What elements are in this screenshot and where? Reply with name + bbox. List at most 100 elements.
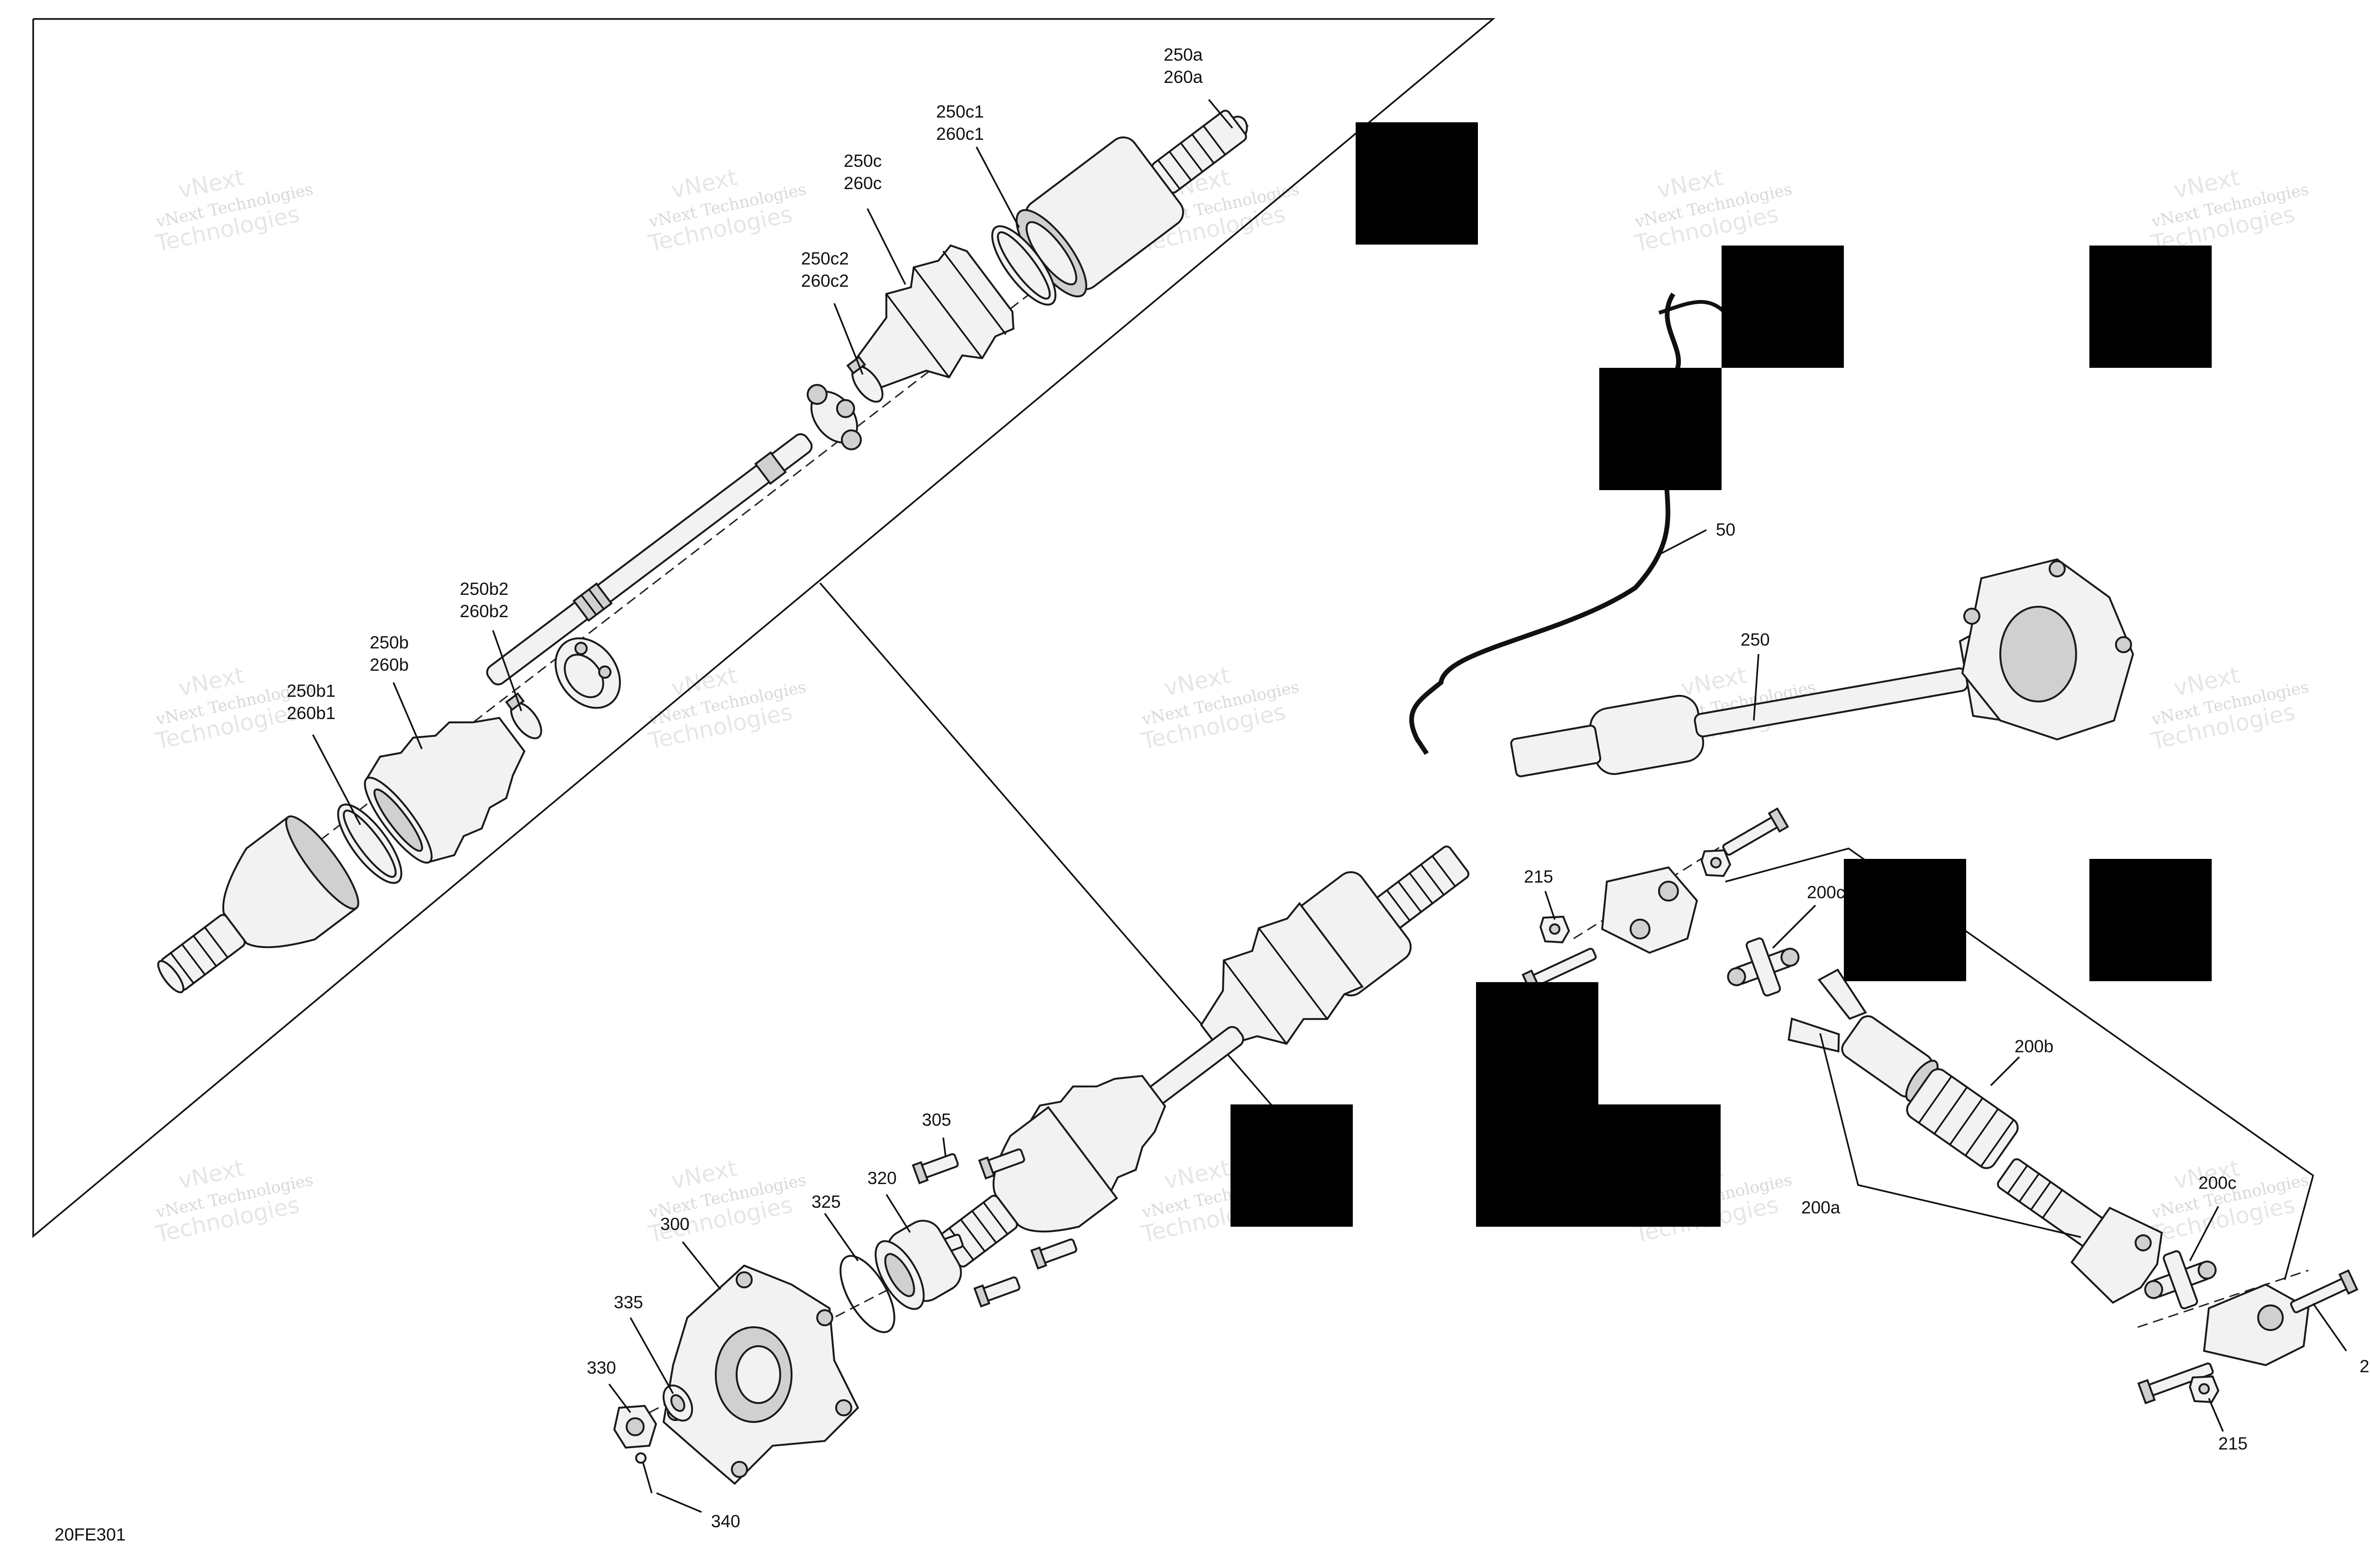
callout-200c: 200c: [2198, 1173, 2236, 1193]
redaction-block: [2089, 859, 2212, 981]
leader-line: [656, 1492, 702, 1513]
cable-loop: [1658, 300, 1727, 315]
callout-300: 300: [660, 1214, 690, 1234]
callout-335: 335: [614, 1293, 643, 1312]
leader-line: [1544, 891, 1556, 920]
flange-yoke: [1601, 866, 1698, 954]
yoke-bolt: [1722, 807, 1789, 856]
splined-shaft: [1996, 1158, 2108, 1250]
leader-line: [2208, 1398, 2224, 1432]
watermark: vNext vNext Technologies Technologies: [1139, 662, 1301, 755]
redaction-block: [1356, 122, 1478, 245]
group-bracket-line: [1819, 1033, 2081, 1238]
redaction-block: [1599, 368, 1722, 490]
leader-line: [833, 303, 864, 375]
propeller-shaft-boot: [1906, 1068, 2019, 1169]
callout-250a: 250a: [1164, 45, 1203, 64]
callout-260a: 260a: [1164, 67, 1203, 87]
callout-50: 50: [1716, 520, 1735, 539]
callout-260c1: 260c1: [936, 124, 984, 144]
leader-line: [1659, 529, 1707, 556]
cable-path: [1409, 292, 1681, 755]
inner-cv-boot: [1200, 902, 1364, 1049]
callout-250c: 250c: [844, 151, 882, 171]
redaction-block: [1722, 246, 1844, 368]
group-bracket-line: [1725, 848, 2315, 1280]
callout-250b2: 250b2: [460, 579, 509, 599]
callout-250b1: 250b1: [287, 681, 336, 701]
callout-215: 215: [2218, 1434, 2248, 1453]
leader-line: [2312, 1303, 2347, 1352]
cotter-pin: [635, 1452, 653, 1494]
callout-260b2: 260b2: [460, 602, 509, 621]
retaining-ring: [839, 1255, 895, 1333]
callout-250b: 250b: [370, 633, 409, 652]
complete-drive-shaft: [1510, 558, 2134, 777]
assembled-hub: [1961, 558, 2134, 741]
lock-nut: [1700, 849, 1732, 877]
callout-labels: 250a 260a 250c1 260c1 250c 260c 250c2 26…: [287, 45, 2370, 1531]
leader-line: [885, 1194, 911, 1233]
callout-320: 320: [867, 1168, 897, 1188]
leader-line: [492, 630, 522, 711]
callout-260b: 260b: [370, 655, 409, 675]
axle-shaft: [486, 433, 813, 685]
lock-nut: [2188, 1375, 2220, 1404]
yoke-bolt: [2137, 1362, 2214, 1404]
leader-line: [1772, 904, 1816, 949]
callout-250c2: 250c2: [801, 249, 849, 268]
yoke-bolt: [2290, 1269, 2359, 1313]
redaction-block: [2089, 246, 2212, 368]
yoke-axis: [2137, 1269, 2309, 1328]
watermark: vNext vNext Technologies Technologies: [153, 662, 315, 755]
callout-250: 250: [1741, 630, 1770, 649]
shaft-yoke: [2070, 1206, 2163, 1304]
large-boot-clamp: [991, 225, 1057, 306]
callout-215: 215: [1524, 867, 1553, 886]
watermark: vNext vNext Technologies Technologies: [646, 662, 808, 755]
leader-line: [608, 1383, 631, 1413]
wheel-stud: [973, 1276, 1021, 1308]
watermark: vNext vNext Technologies Technologies: [646, 1155, 808, 1248]
leader-line: [1990, 1056, 2020, 1086]
callout-200a: 200a: [1801, 1198, 1841, 1217]
wheel-stud: [912, 1153, 959, 1185]
leader-line: [866, 208, 906, 285]
watermark: vNext vNext Technologies Technologies: [2149, 1155, 2311, 1248]
lock-nut: [1539, 915, 1570, 944]
inset-leader-line: [819, 582, 1276, 1110]
universal-joint-cross: [2144, 1250, 2217, 1310]
leader-line: [824, 1212, 859, 1262]
castle-nut: [613, 1404, 657, 1449]
watermark: vNext vNext Technologies Technologies: [2149, 164, 2311, 257]
small-outer-clamp: [505, 692, 542, 739]
watermark: vNext vNext Technologies Technologies: [153, 164, 315, 257]
redaction-block: [1231, 1104, 1353, 1227]
leader-line: [682, 1241, 721, 1290]
callout-200c: 200c: [1807, 883, 1845, 902]
leader-line: [312, 734, 361, 825]
callout-330: 330: [587, 1358, 616, 1377]
redaction-block: [1844, 859, 1966, 981]
leader-line: [392, 682, 423, 749]
leader-line: [975, 146, 1020, 228]
leader-line: [942, 1137, 947, 1157]
wheel-hub: [662, 1264, 859, 1485]
callout-260c: 260c: [844, 173, 882, 193]
outer-cv-joint: [157, 815, 359, 994]
inset-shaft-assembly: [157, 109, 1252, 994]
redaction-block: [1476, 982, 1721, 1227]
callout-340: 340: [711, 1512, 740, 1531]
redaction-blocks: [1231, 122, 2212, 1227]
main-shaft-assembly: [613, 845, 1469, 1494]
watermark: vNext vNext Technologies Technologies: [1632, 164, 1794, 257]
universal-joint-cross: [1727, 937, 1800, 997]
slip-yoke: [1787, 968, 1939, 1102]
inner-cv-boot: [856, 244, 1015, 389]
callout-leaders: [312, 99, 2347, 1513]
callout-250c1: 250c1: [936, 102, 984, 121]
leader-line: [2189, 1206, 2219, 1261]
inset-frame: [32, 18, 1495, 1238]
wheel-stud: [1030, 1238, 1077, 1270]
